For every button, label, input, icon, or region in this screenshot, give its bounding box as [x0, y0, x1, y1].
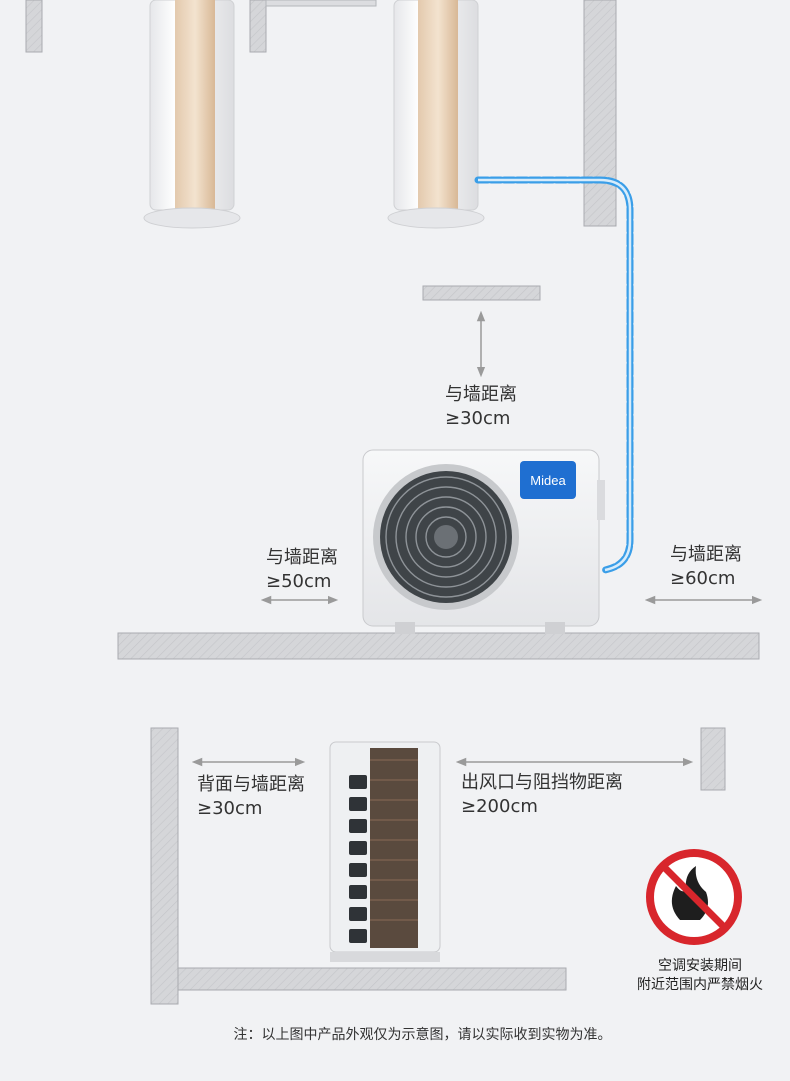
clearance-right-line1: 与墙距离 — [670, 544, 742, 565]
no-fire-icon — [646, 849, 742, 945]
wall-mid-top — [249, 0, 267, 53]
brand-logo: Midea — [530, 473, 566, 488]
clearance-right-line2: ≥60cm — [670, 568, 736, 589]
wall-left-top — [25, 0, 43, 53]
clearance-left-label: 与墙距离 ≥50cm — [266, 546, 338, 594]
outdoor-unit-front: Midea — [362, 449, 605, 634]
floor-slab — [177, 967, 567, 991]
back-wall — [150, 727, 179, 1005]
clearance-front-label: 出风口与阻挡物距离 ≥200cm — [461, 771, 623, 819]
warning-text: 空调安装期间 附近范围内严禁烟火 — [625, 957, 775, 995]
indoor-unit-right — [387, 0, 485, 229]
warning-line2: 附近范围内严禁烟火 — [637, 977, 763, 993]
outdoor-unit-side — [329, 741, 441, 962]
clearance-left-line2: ≥50cm — [266, 571, 332, 592]
clearance-back-line1: 背面与墙距离 — [197, 774, 305, 795]
wall-segments — [25, 0, 760, 660]
shelf-top — [265, 0, 377, 7]
obstacle-wall — [700, 727, 726, 791]
clearance-top-line2: ≥30cm — [445, 408, 511, 429]
wall-right-top — [583, 0, 617, 227]
overhang-slab — [422, 285, 541, 301]
clearance-top-line1: 与墙距离 — [445, 384, 517, 405]
clearance-back-line2: ≥30cm — [197, 798, 263, 819]
ground-slab — [117, 632, 760, 660]
footnote: 注：以上图中产品外观仅为示意图，请以实际收到实物为准。 — [233, 1027, 612, 1043]
indoor-unit-left — [143, 0, 241, 229]
side-view — [150, 727, 726, 1005]
clearance-top-label: 与墙距离 ≥30cm — [445, 383, 517, 431]
clearance-back-label: 背面与墙距离 ≥30cm — [197, 773, 305, 821]
clearance-left-line1: 与墙距离 — [266, 547, 338, 568]
clearance-front-line1: 出风口与阻挡物距离 — [461, 772, 623, 793]
clearance-right-label: 与墙距离 ≥60cm — [670, 543, 742, 591]
warning-line1: 空调安装期间 — [658, 958, 742, 974]
clearance-front-line2: ≥200cm — [461, 796, 538, 817]
